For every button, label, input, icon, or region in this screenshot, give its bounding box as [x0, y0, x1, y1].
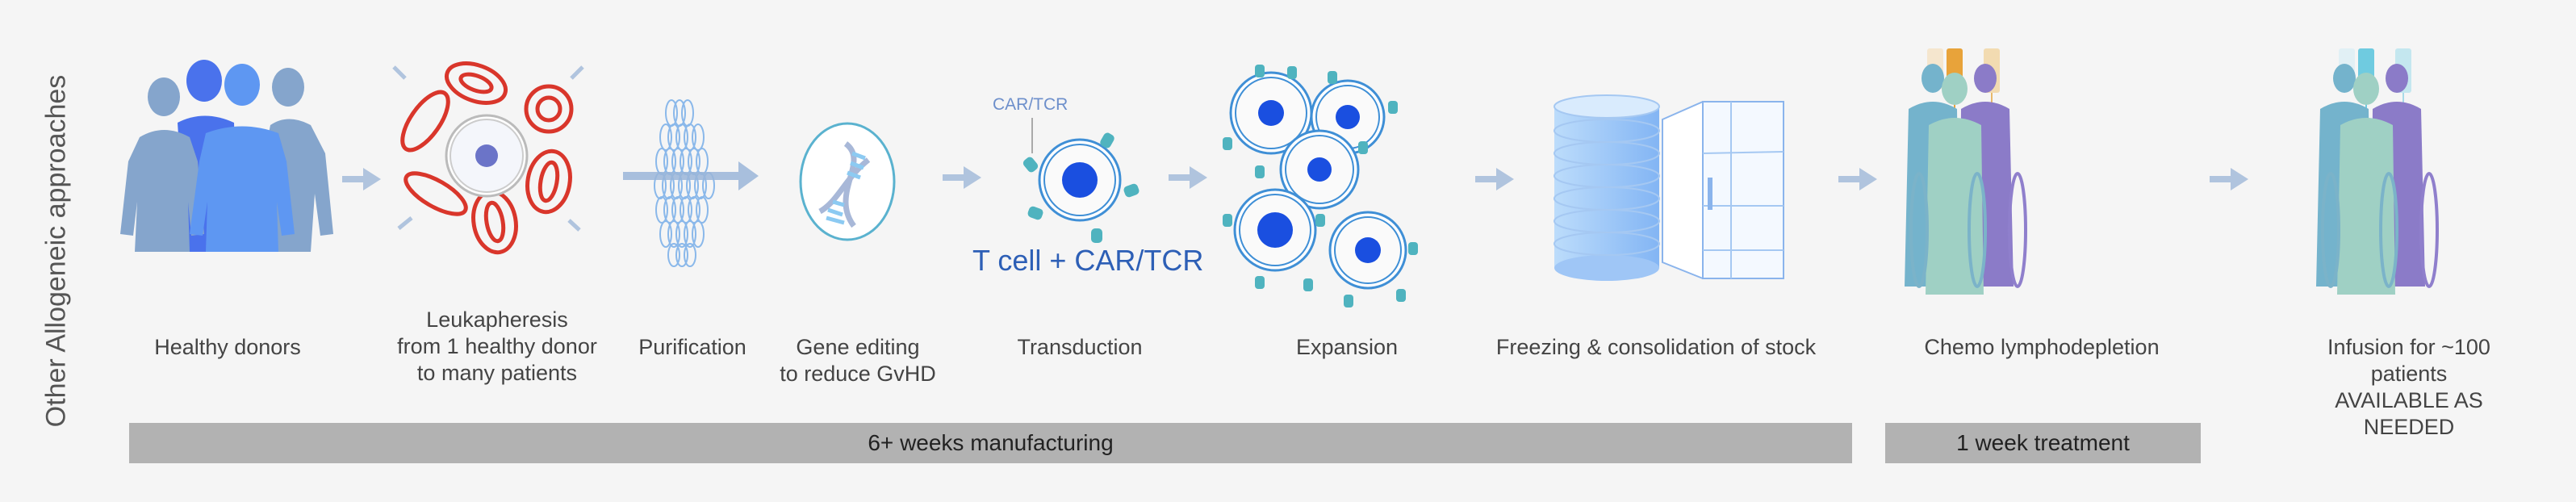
arrow-right-icon — [342, 168, 381, 190]
blood-cells-icon — [392, 61, 584, 255]
step-label-leukapheresis: Leukapheresis from 1 healthy donor to ma… — [397, 307, 597, 385]
step-label-chemo: Chemo lymphodepletion — [1924, 335, 2160, 359]
t-cell-car-tcr-caption: T cell + CAR/TCR — [972, 244, 1204, 277]
car-tcr-callout: CAR/TCR — [993, 95, 1068, 114]
arrow-right-icon — [1475, 168, 1514, 190]
filter-membrane-icon — [623, 99, 759, 267]
step-label-infusion: Infusion for ~100 patients AVAILABLE AS … — [2327, 335, 2490, 439]
callout-line — [1031, 118, 1033, 153]
step-label-expansion: Expansion — [1295, 335, 1399, 359]
donor-silhouettes-icon — [120, 60, 333, 252]
arrow-right-icon — [1838, 168, 1877, 190]
expanded-cells-icon — [1223, 65, 1418, 307]
arrow-right-icon — [1169, 166, 1207, 189]
phase-bar-manufacturing: 6+ weeks manufacturing — [129, 423, 1852, 463]
dna-icon — [799, 122, 896, 241]
step-label-gene-editing: Gene editing to reduce GvHD — [780, 335, 936, 386]
phase-bar-treatment: 1 week treatment — [1885, 423, 2201, 463]
step-label-freezing: Freezing & consolidation of stock — [1495, 335, 1817, 359]
phase-label: 1 week treatment — [1956, 430, 2130, 455]
arrow-right-icon — [2210, 168, 2248, 190]
freezer-stack-icon — [1554, 94, 1784, 281]
phase-label: 6+ weeks manufacturing — [868, 430, 1114, 455]
side-label: Other Allogeneic approaches — [40, 74, 72, 428]
step-label-purification: Purification — [638, 335, 746, 359]
patients-chemo-iv-icon — [1905, 48, 2027, 295]
step-label-healthy-donors: Healthy donors — [154, 335, 301, 359]
patients-infusion-iv-icon — [2316, 48, 2439, 295]
arrow-right-icon — [943, 166, 981, 189]
t-cell-car-icon — [1022, 132, 1140, 243]
step-label-transduction: Transduction — [1017, 335, 1143, 359]
